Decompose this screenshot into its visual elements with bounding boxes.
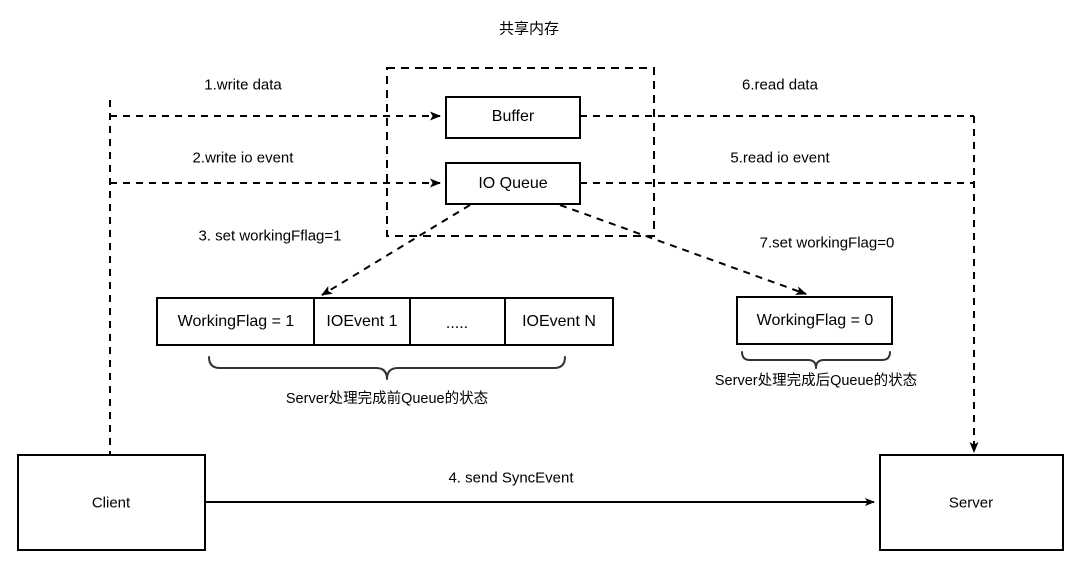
buffer-label: Buffer [491, 108, 535, 125]
queue-before-table [156, 297, 614, 346]
step-3-label: 3. set workingFflag=1 [198, 227, 342, 245]
shared-memory-title: 共享内存 [498, 20, 560, 38]
buffer-box [445, 96, 581, 139]
io-queue-box [445, 162, 581, 205]
io-queue-to-after-arrow [559, 204, 807, 295]
step-2-label: 2.write io event [192, 149, 294, 167]
shared-memory-region [386, 67, 655, 237]
client-label: Client [91, 494, 131, 512]
io-queue-to-before-arrow [321, 204, 471, 296]
client-box [17, 454, 206, 551]
queue-after-caption: Server处理完成后Queue的状态 [714, 372, 918, 389]
step-1-label: 1.write data [204, 76, 282, 94]
queue-before-cell-io-event-n: IOEvent N [522, 313, 596, 330]
step-7-label: 7.set workingFlag=0 [759, 234, 895, 252]
queue-before-caption: Server处理完成前Queue的状态 [285, 390, 489, 407]
step-4-label: 4. send SyncEvent [448, 469, 574, 487]
queue-before-cell-ellipsis: ..... [445, 315, 469, 332]
queue-before-cell-io-event-1: IOEvent 1 [326, 313, 398, 330]
step-5-label: 5.read io event [730, 149, 830, 167]
queue-before-cell-working-flag: WorkingFlag = 1 [177, 313, 295, 330]
server-box [879, 454, 1064, 551]
queue-before-brace [208, 356, 566, 380]
step-6-label: 6.read data [742, 76, 818, 94]
queue-after-brace [741, 351, 891, 369]
server-label: Server [948, 494, 994, 512]
queue-after-table [736, 296, 893, 345]
queue-after-cell-working-flag: WorkingFlag = 0 [756, 312, 874, 329]
io-queue-label: IO Queue [478, 175, 548, 192]
